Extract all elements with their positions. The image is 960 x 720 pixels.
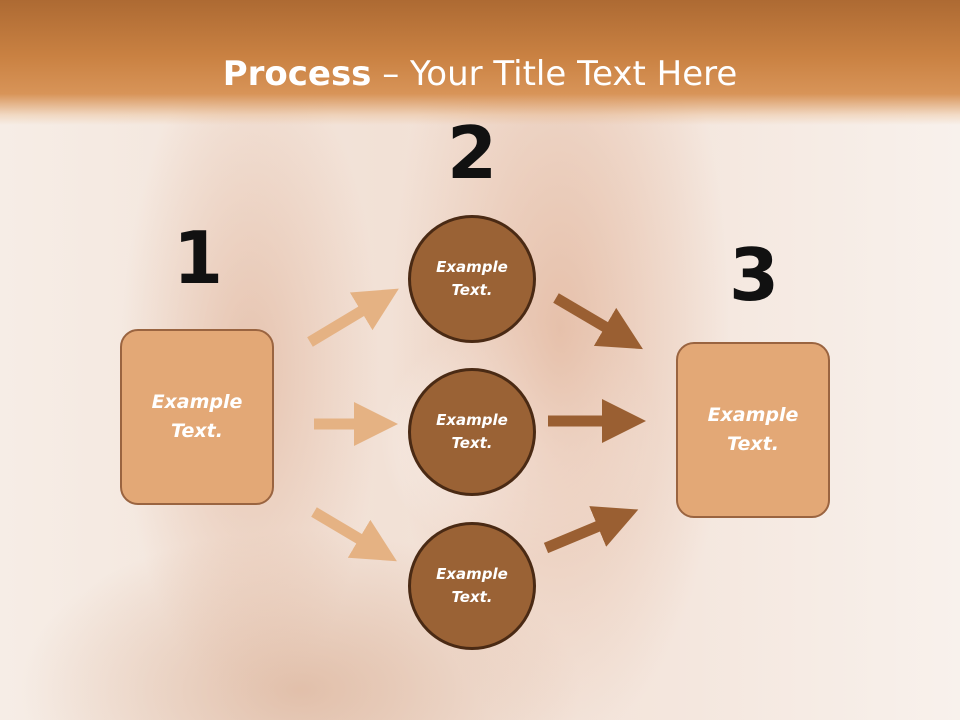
arrow-left-to-top	[307, 288, 399, 347]
step-3-text: Example Text.	[707, 404, 799, 455]
arrow-top-to-right	[553, 293, 643, 350]
title-rest: – Your Title Text Here	[371, 54, 738, 94]
step-number-3: 3	[728, 233, 780, 317]
step-number-1: 1	[172, 216, 224, 300]
circle-middle-text: Example Text.	[436, 411, 508, 452]
step-2-circle-middle: Example Text.	[408, 368, 536, 496]
step-1-box: Example Text.	[120, 329, 274, 505]
step-2-circle-bottom: Example Text.	[408, 522, 536, 650]
step-3-box: Example Text.	[676, 342, 830, 518]
circle-bottom-text: Example Text.	[436, 565, 508, 606]
step-1-text: Example Text.	[151, 391, 243, 442]
step-number-2: 2	[446, 111, 498, 195]
slide-title: Process – Your Title Text Here	[0, 52, 960, 96]
arrow-left-to-bottom	[311, 507, 397, 562]
step-2-circle-top: Example Text.	[408, 215, 536, 343]
title-banner	[0, 0, 960, 125]
title-bold: Process	[222, 54, 372, 94]
arrow-bottom-to-right	[543, 506, 639, 554]
circle-top-text: Example Text.	[436, 258, 508, 299]
